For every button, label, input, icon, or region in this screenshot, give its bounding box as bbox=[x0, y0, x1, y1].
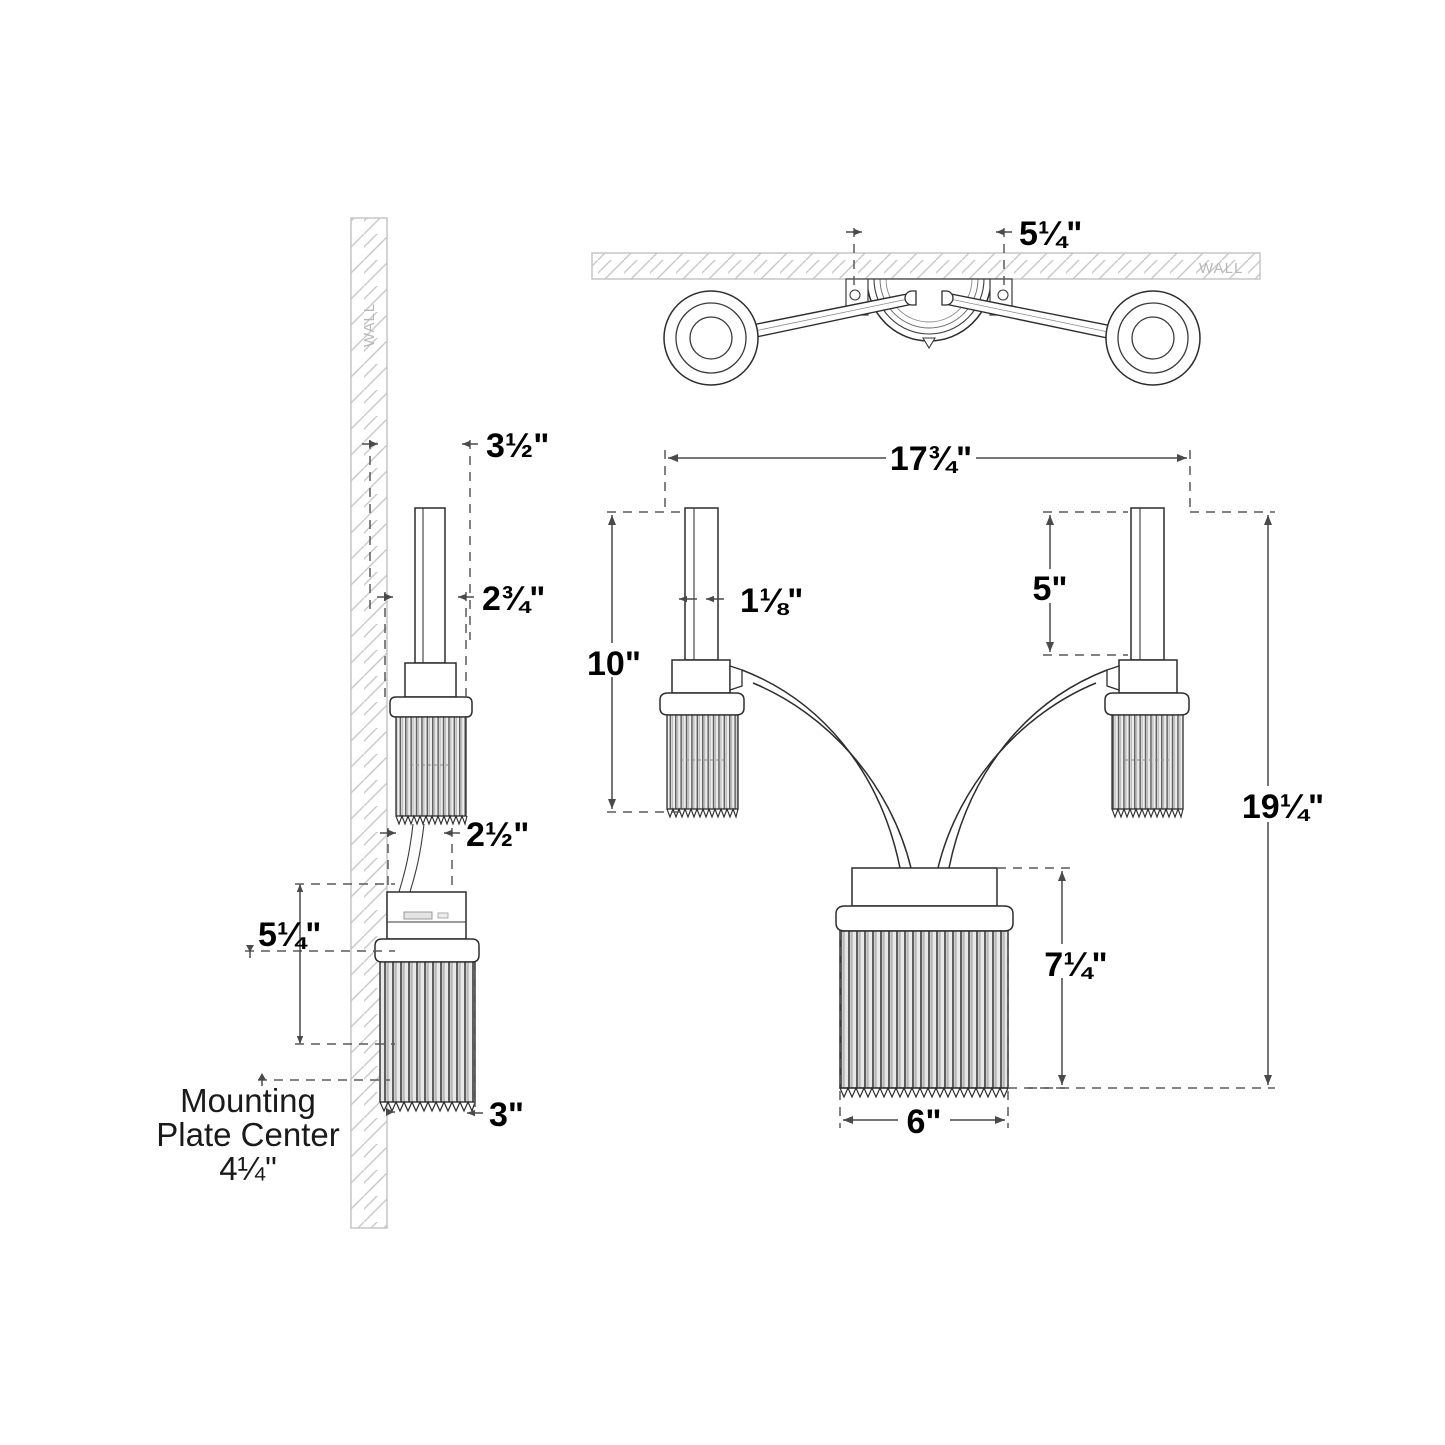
dim-label-side-3: 3" bbox=[489, 1096, 524, 1134]
dim-label-front-6: 6" bbox=[906, 1103, 941, 1141]
dim-label-side-2-3-4: 2¾" bbox=[482, 580, 545, 618]
top-shade-left bbox=[663, 290, 759, 386]
front-curved-arms bbox=[741, 669, 1108, 869]
dim-label-front-17-3-4: 17¾" bbox=[890, 440, 972, 478]
mounting-note-line1: Mounting bbox=[180, 1082, 316, 1119]
dim-label-side-5-1-4: 5¼" bbox=[258, 916, 321, 954]
top-wall: WALL bbox=[591, 252, 1261, 280]
dim-label-front-19-1-4: 19¼" bbox=[1242, 788, 1324, 826]
side-lower-fixture bbox=[374, 938, 480, 1113]
top-plan-view: WALL bbox=[591, 215, 1261, 386]
mounting-plate-note: Mounting Plate Center 4¼" bbox=[156, 1073, 390, 1187]
front-right-upper-fixture bbox=[1104, 507, 1190, 819]
side-elevation-view: WALL bbox=[156, 217, 549, 1229]
dim-label-front-5: 5" bbox=[1032, 570, 1067, 608]
dim-label-front-10: 10" bbox=[587, 645, 641, 683]
front-left-upper-fixture bbox=[659, 507, 745, 819]
mounting-note-line2: Plate Center bbox=[156, 1116, 339, 1153]
dim-front-6: 6" bbox=[839, 931, 1009, 1141]
dim-side-5-1-4: 5¼" bbox=[245, 883, 395, 1045]
dim-front-5: 5" bbox=[1026, 511, 1128, 656]
dim-front-7-1-4: 7¼" bbox=[997, 867, 1124, 1089]
side-wall: WALL bbox=[350, 217, 388, 1229]
dim-label-top-5-1-4: 5¼" bbox=[1019, 215, 1082, 253]
dim-front-17-3-4: 17¾" bbox=[664, 438, 1191, 512]
dim-label-side-3-1-2: 3½" bbox=[486, 427, 549, 465]
dim-front-10: 10" bbox=[583, 511, 680, 813]
dim-label-side-2-1-2: 2½" bbox=[466, 816, 529, 854]
front-elevation-view: 17¾" 10" 1⅛" 5" bbox=[583, 438, 1338, 1141]
top-wall-label: WALL bbox=[1199, 260, 1243, 277]
side-wall-label: WALL bbox=[361, 303, 378, 347]
dim-side-2-3-4: 2¾" bbox=[377, 580, 545, 700]
side-mounting-bracket bbox=[386, 891, 467, 940]
dim-label-front-1-1-8: 1⅛" bbox=[740, 582, 803, 620]
dim-top-5-1-4: 5¼" bbox=[846, 215, 1082, 285]
dim-side-2-1-2: 2½" bbox=[380, 816, 529, 890]
dim-side-3: 3" bbox=[467, 970, 524, 1134]
mounting-note-line3: 4¼" bbox=[219, 1150, 277, 1187]
dim-front-19-1-4: 19¼" bbox=[1028, 511, 1338, 1089]
top-shade-right bbox=[1105, 290, 1201, 386]
side-upper-fixture bbox=[389, 507, 473, 826]
dim-label-front-7-1-4: 7¼" bbox=[1044, 946, 1107, 984]
front-center-fixture bbox=[835, 867, 1014, 1099]
dim-front-1-1-8: 1⅛" bbox=[679, 582, 803, 620]
side-wall-face-ticks bbox=[369, 440, 395, 1116]
side-wire bbox=[398, 823, 425, 893]
